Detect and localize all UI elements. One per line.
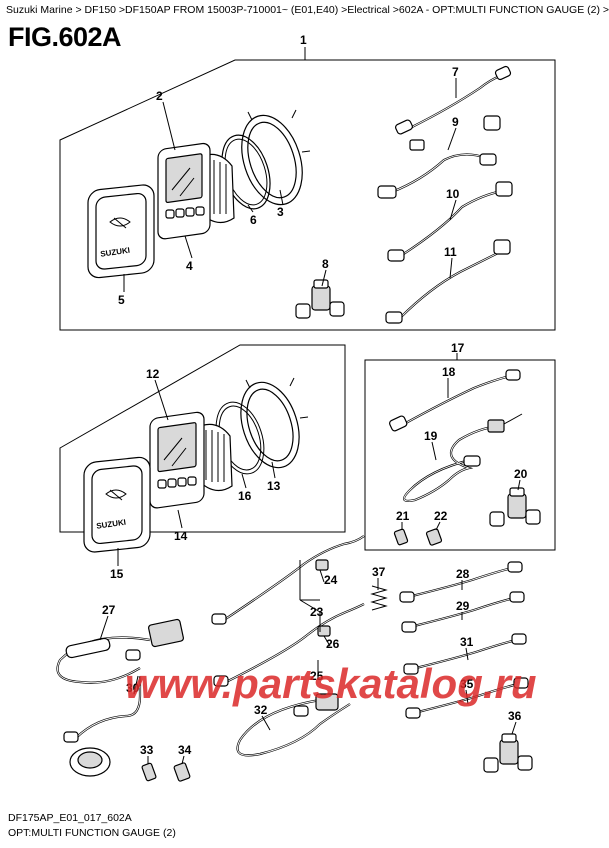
breadcrumb[interactable]: Suzuki Marine > DF150 >DF150AP FROM 1500… [6, 4, 609, 16]
callout-5[interactable]: 5 [118, 293, 125, 307]
watermark: www.partskatalog.ru [125, 660, 537, 707]
cable-7 [395, 65, 512, 135]
callout-17[interactable]: 17 [451, 341, 465, 355]
cable-28 [399, 561, 523, 603]
callout-35[interactable]: 35 [460, 677, 474, 691]
t-connector-36 [483, 733, 533, 773]
cap-21 [393, 528, 409, 546]
drawing-code: DF175AP_E01_017_602A [8, 812, 132, 824]
callout-1[interactable]: 1 [300, 33, 307, 47]
callout-13[interactable]: 13 [267, 479, 281, 493]
callout-8[interactable]: 8 [322, 257, 329, 271]
spring-37 [370, 585, 388, 611]
cable-harness-9 [377, 115, 501, 199]
cable-31 [403, 633, 527, 675]
callout-4[interactable]: 4 [186, 259, 193, 273]
assembly-box-17 [364, 359, 556, 551]
cap-33 [141, 762, 157, 782]
callout-26[interactable]: 26 [326, 637, 340, 651]
callout-27[interactable]: 27 [102, 603, 116, 617]
mounting-ring-13 [240, 377, 309, 469]
callout-21[interactable]: 21 [396, 509, 410, 523]
gauge-logo-text: SUZUKI [100, 246, 131, 259]
cable-32 [236, 693, 351, 757]
callout-14[interactable]: 14 [174, 529, 188, 543]
cable-11 [385, 239, 511, 324]
harness-23-24 [211, 535, 365, 625]
mounting-ring-3 [241, 109, 311, 206]
callout-25[interactable]: 25 [310, 669, 324, 683]
cable-35 [405, 677, 529, 719]
cable-27 [56, 618, 184, 684]
callout-10[interactable]: 10 [446, 187, 460, 201]
callout-23[interactable]: 23 [310, 605, 324, 619]
callout-11[interactable]: 11 [444, 245, 457, 259]
callout-29[interactable]: 29 [456, 599, 470, 613]
callout-20[interactable]: 20 [514, 467, 528, 481]
callout-24[interactable]: 24 [324, 573, 338, 587]
callout-32[interactable]: 32 [254, 703, 268, 717]
callout-28[interactable]: 28 [456, 567, 470, 581]
sensor-30 [63, 676, 142, 777]
figure-title: FIG.602A [8, 22, 122, 52]
callout-18[interactable]: 18 [442, 365, 456, 379]
callout-9[interactable]: 9 [452, 115, 459, 129]
callout-37[interactable]: 37 [372, 565, 386, 579]
callout-22[interactable]: 22 [434, 509, 448, 523]
callout-6[interactable]: 6 [250, 213, 257, 227]
callout-33[interactable]: 33 [140, 743, 154, 757]
callout-36[interactable]: 36 [508, 709, 522, 723]
t-connector-8 [295, 279, 345, 319]
gauge-body-14 [149, 411, 233, 509]
callout-16[interactable]: 16 [238, 489, 252, 503]
gauge-logo-text-2: SUZUKI [96, 518, 127, 531]
callout-30[interactable]: 30 [126, 681, 140, 695]
callout-7[interactable]: 7 [452, 65, 459, 79]
t-connector-20 [489, 487, 541, 527]
cable-19 [403, 413, 523, 502]
cable-10 [387, 181, 513, 262]
assembly-box-12 [59, 344, 346, 533]
cable-18 [389, 369, 521, 432]
gauge-body-4 [157, 142, 235, 240]
callout-12[interactable]: 12 [146, 367, 160, 381]
assembly-box-1 [59, 59, 556, 331]
gauge-cover-5: SUZUKI [87, 184, 155, 279]
callout-19[interactable]: 19 [424, 429, 438, 443]
callout-2[interactable]: 2 [156, 89, 163, 103]
callout-15[interactable]: 15 [110, 567, 124, 581]
callout-3[interactable]: 3 [277, 205, 284, 219]
cable-29 [401, 591, 525, 633]
callout-34[interactable]: 34 [178, 743, 192, 757]
figure-caption: OPT:MULTI FUNCTION GAUGE (2) [8, 827, 176, 839]
cap-34 [173, 762, 191, 782]
gauge-cover-15: SUZUKI [83, 456, 151, 553]
cap-22 [425, 528, 443, 546]
callout-31[interactable]: 31 [460, 635, 474, 649]
